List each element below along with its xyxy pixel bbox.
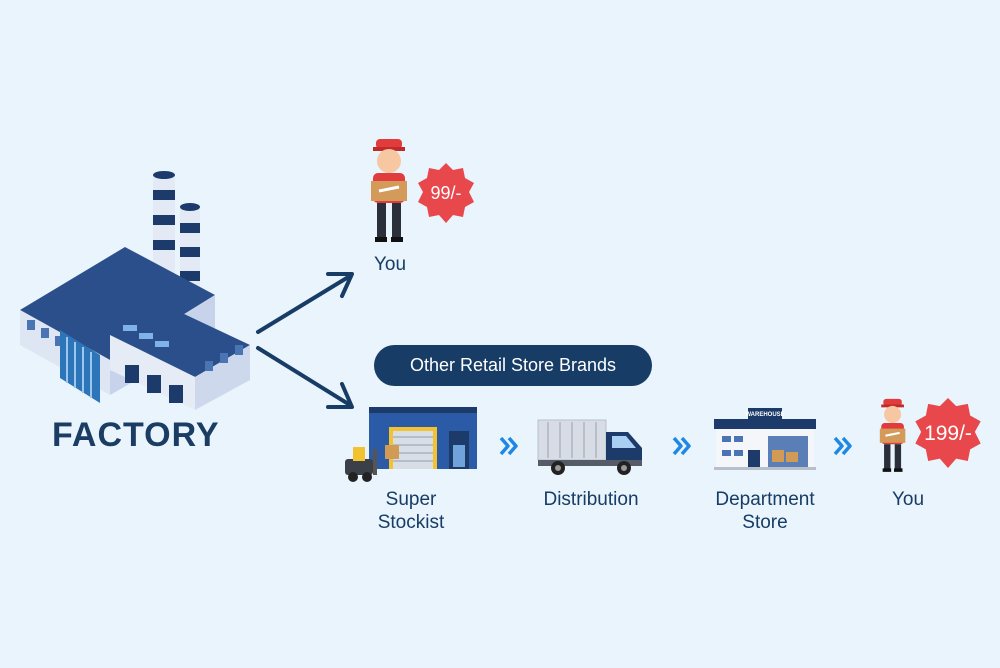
factory-title: FACTORY [52,416,220,454]
price-badge-direct: 99/- [418,163,474,223]
step-super-stockist-label: Super Stockist [355,488,467,534]
factory-icon [20,171,250,410]
retail-banner: Other Retail Store Brands [374,345,652,386]
step-super-stockist-line1: Super [385,489,437,510]
delivery-person-icon [879,398,906,472]
double-chevron-icon [672,436,691,456]
double-chevron-icon [499,436,518,456]
price-badge-retail: 199/- [915,398,981,468]
step-department-store-line2: Store [742,512,788,533]
direct-you-label: You [373,254,407,275]
warehouse-forklift-icon [345,407,477,482]
step-super-stockist-line2: Stockist [377,512,445,533]
step-department-store-label: Department Store [700,488,830,534]
price-direct-text: 99/- [430,183,461,203]
step-distribution-label: Distribution [543,489,639,510]
warehouse-store-icon: WAREHOUSE [714,408,816,470]
delivery-person-icon [371,139,407,242]
warehouse-sign-text: WAREHOUSE [745,412,784,418]
step-department-store-line1: Department [715,489,815,510]
step-you-label: You [891,489,925,510]
truck-icon [537,419,642,475]
double-chevron-icon [833,436,852,456]
price-retail-text: 199/- [924,422,972,445]
